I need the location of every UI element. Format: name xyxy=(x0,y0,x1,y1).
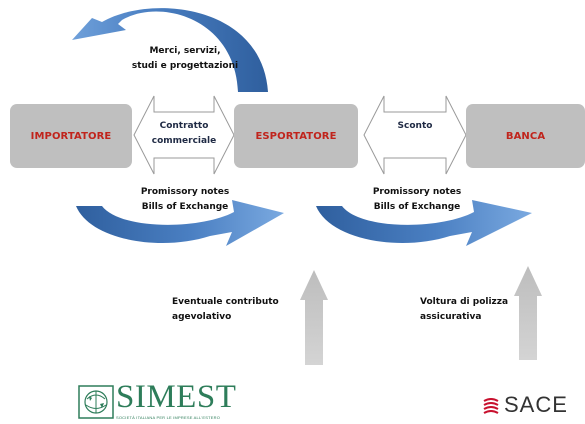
sace-note-line-1: Voltura di polizza xyxy=(420,297,509,307)
sace-support-arrow xyxy=(514,266,542,360)
simest-wordmark: SIMEST xyxy=(116,379,237,415)
simest-note-line-2: agevolativo xyxy=(172,312,232,322)
simest-note: Eventuale contributo agevolativo xyxy=(172,295,279,325)
notes-right-line-2: Bills of Exchange xyxy=(373,202,461,212)
exporter-label: ESPORTATORE xyxy=(255,130,337,142)
importer-box: IMPORTATORE xyxy=(10,104,132,168)
notes-flow-arrow-left xyxy=(76,200,284,246)
discount-double-arrow xyxy=(363,95,467,175)
sace-logo: SACE xyxy=(482,392,582,420)
goods-line-1: Merci, servizi, xyxy=(149,46,221,56)
exporter-box: ESPORTATORE xyxy=(234,104,358,168)
bank-label: BANCA xyxy=(505,130,546,142)
importer-label: IMPORTATORE xyxy=(30,130,112,142)
sace-note: Voltura di polizza assicurativa xyxy=(420,295,508,325)
simest-logo: SIMEST SOCIETÀ ITALIANA PER LE IMPRESE A… xyxy=(78,379,248,421)
contract-label: Contratto commerciale xyxy=(150,119,218,149)
notes-right-line-1: Promissory notes xyxy=(372,187,462,197)
notes-flow-arrow-right xyxy=(316,200,532,246)
simest-tagline: SOCIETÀ ITALIANA PER LE IMPRESE ALL'ESTE… xyxy=(116,415,221,420)
contract-line-2: commerciale xyxy=(151,136,217,146)
simest-support-arrow xyxy=(300,270,328,365)
notes-left-line-2: Bills of Exchange xyxy=(141,202,229,212)
goods-label: Merci, servizi, studi e progettazioni xyxy=(120,44,250,74)
bank-box: BANCA xyxy=(466,104,585,168)
goods-line-2: studi e progettazioni xyxy=(131,61,239,71)
discount-label: Sconto xyxy=(397,121,433,131)
sace-emblem-icon xyxy=(483,398,499,414)
sace-note-line-2: assicurativa xyxy=(420,312,482,322)
simest-emblem-icon xyxy=(78,385,114,419)
contract-line-1: Contratto xyxy=(159,121,209,131)
sace-wordmark: SACE xyxy=(504,392,568,417)
notes-left-line-1: Promissory notes xyxy=(140,187,230,197)
notes-left-label: Promissory notes Bills of Exchange xyxy=(130,185,240,215)
notes-right-label: Promissory notes Bills of Exchange xyxy=(362,185,472,215)
simest-note-line-1: Eventuale contributo xyxy=(172,297,279,307)
goods-flow-arrow xyxy=(72,8,268,93)
